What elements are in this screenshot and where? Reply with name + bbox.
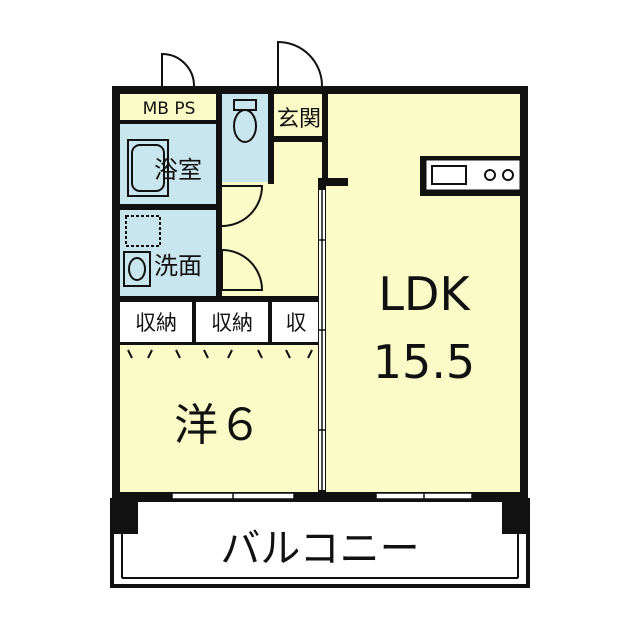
bathtub-icon (127, 139, 169, 197)
label-storage-1: 収納 (135, 311, 177, 335)
storage-3 (272, 300, 320, 344)
kitchen-counter-icon (420, 156, 521, 196)
mbps-area (120, 92, 218, 122)
toilet-room (222, 92, 268, 182)
balcony-area (110, 498, 530, 588)
storage-1 (120, 300, 192, 344)
door-swings (161, 40, 323, 291)
bedroom-room (120, 344, 320, 494)
washbasin-icon (123, 251, 151, 287)
closet-door-marks (127, 349, 313, 359)
label-mbps: MB PS (143, 99, 196, 119)
label-bedroom: 洋６ (174, 400, 262, 451)
label-storage-3: 収 (286, 311, 307, 335)
washing-machine-icon (125, 215, 161, 247)
label-washroom: 洗面 (154, 252, 202, 280)
label-ldk-size: 15.5 (373, 335, 475, 389)
label-bath: 浴室 (154, 156, 202, 184)
label-ldk-name: LDK (378, 267, 471, 321)
entrance-area (272, 92, 326, 138)
label-storage-2: 収納 (211, 311, 253, 335)
label-entrance: 玄関 (277, 107, 321, 132)
label-balcony: バルコニー (220, 526, 419, 572)
toilet-icon (233, 99, 257, 143)
storage-2 (196, 300, 268, 344)
